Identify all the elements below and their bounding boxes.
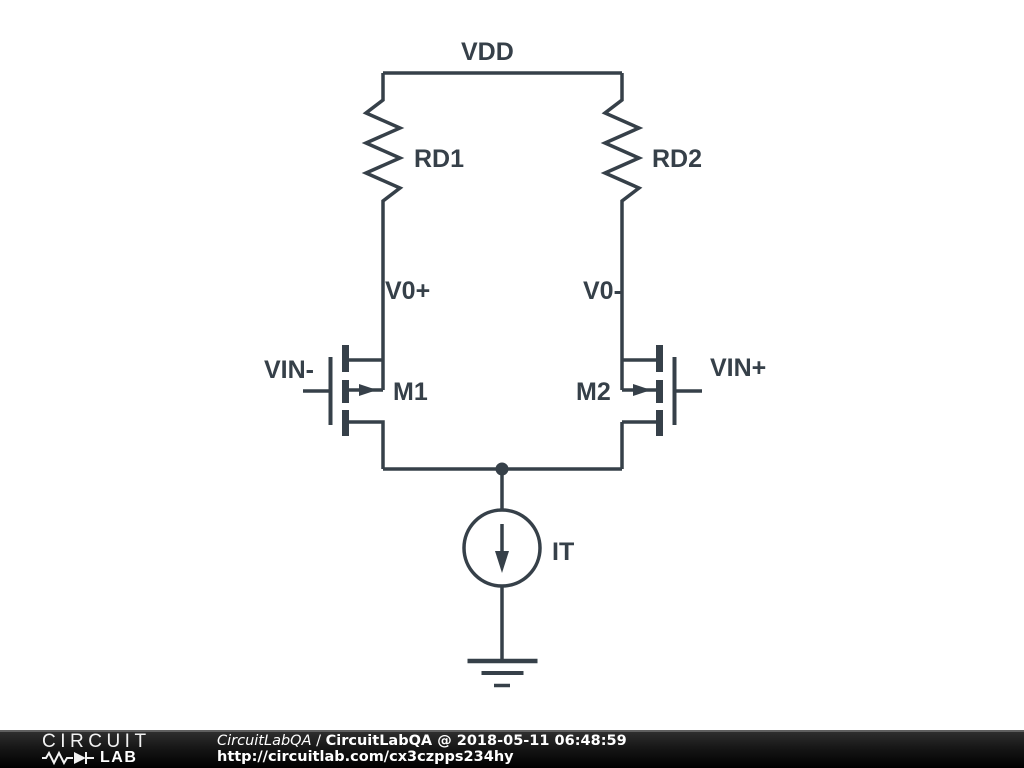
rd1-label: RD1 bbox=[414, 145, 464, 173]
resistor-diode-icon bbox=[42, 750, 94, 765]
mosfet-m1 bbox=[303, 345, 385, 469]
vdd-label: VDD bbox=[461, 38, 514, 66]
m1-source-wire bbox=[349, 420, 385, 469]
footer-url: http://circuitlab.com/cx3czpps234hy bbox=[217, 749, 514, 765]
mosfet-m2 bbox=[620, 345, 702, 469]
m2-channel-top bbox=[656, 345, 663, 372]
footer-author: CircuitLabQA bbox=[217, 733, 312, 749]
v0-minus-label: V0- bbox=[583, 277, 622, 305]
m1-channel-mid bbox=[342, 380, 349, 403]
schematic-canvas: VDD RD1 RD2 V0+ V0- VIN- VIN+ M1 M2 IT bbox=[264, 38, 766, 688]
it-label: IT bbox=[552, 538, 574, 566]
m1-channel-top bbox=[342, 345, 349, 372]
logo-text-circuit: CIRCUIT bbox=[42, 731, 151, 752]
footer-meta: CircuitLabQA / CircuitLabQA @ 2018-05-11… bbox=[217, 733, 627, 765]
m2-label: M2 bbox=[576, 378, 611, 406]
footer-title-line: CircuitLabQA / CircuitLabQA @ 2018-05-11… bbox=[217, 733, 627, 749]
m2-channel-mid bbox=[656, 380, 663, 403]
footer-bar: CIRCUIT LAB CircuitLabQA / CircuitLabQA … bbox=[0, 730, 1024, 768]
logo-text-lab: LAB bbox=[100, 749, 138, 766]
vin-plus-label: VIN+ bbox=[710, 354, 766, 382]
m1-body-arrow-icon bbox=[359, 384, 377, 396]
current-source-it bbox=[462, 469, 542, 659]
m2-source-wire bbox=[620, 420, 656, 469]
rd2-label: RD2 bbox=[652, 145, 702, 173]
circuitlab-logo: CIRCUIT LAB bbox=[42, 731, 151, 766]
it-arrow-head-icon bbox=[495, 551, 509, 573]
m1-label: M1 bbox=[393, 378, 428, 406]
m2-body-arrow-icon bbox=[633, 384, 651, 396]
footer-divider: / bbox=[311, 733, 326, 749]
resistor-rd2 bbox=[600, 73, 644, 390]
resistor-rd1 bbox=[361, 73, 405, 390]
ground-symbol bbox=[467, 658, 538, 688]
m1-channel-bottom bbox=[342, 410, 349, 436]
m2-channel-bottom bbox=[656, 410, 663, 436]
footer-title: CircuitLabQA @ 2018-05-11 06:48:59 bbox=[325, 733, 627, 749]
vin-minus-label: VIN- bbox=[264, 356, 314, 384]
v0-plus-label: V0+ bbox=[385, 277, 430, 305]
